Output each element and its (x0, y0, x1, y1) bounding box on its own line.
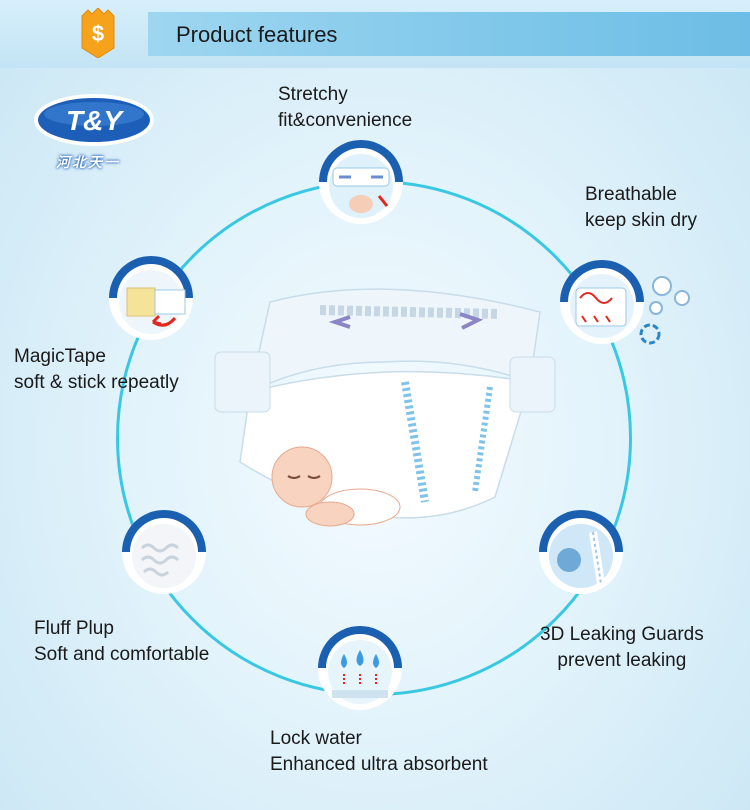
dollar-tag-icon: $ (81, 8, 115, 58)
svg-text:$: $ (92, 21, 104, 46)
feature-desc: Soft and comfortable (34, 644, 210, 665)
breathable-icon (560, 260, 644, 344)
feature-title: Fluff Plup (34, 618, 114, 639)
air-bubbles-icon (639, 276, 690, 345)
diaper-illustration (214, 288, 556, 527)
logo-subtitle: 河北天一 (56, 154, 120, 170)
feature-title: Stretchy (278, 84, 348, 105)
feature-label-magictape: MagicTape soft & stick repeatly (14, 344, 179, 396)
magic-tape-icon (109, 256, 193, 340)
feature-title: 3D Leaking Guards (540, 624, 704, 645)
header-bar (148, 12, 750, 56)
sleeping-baby-icon (271, 446, 401, 527)
water-drops-icon (318, 626, 402, 710)
feature-title: MagicTape (14, 346, 106, 367)
feature-desc: Enhanced ultra absorbent (270, 754, 488, 775)
fluff-pulp-icon (122, 510, 206, 594)
feature-label-stretchy: Stretchy fit&convenience (278, 82, 412, 134)
feature-title: Breathable (585, 184, 677, 205)
page-title: Product features (176, 22, 338, 47)
feature-title: Lock water (270, 728, 362, 749)
leak-guard-icon (539, 510, 623, 594)
feature-label-leak-guards: 3D Leaking Guards prevent leaking (540, 622, 704, 674)
brand-logo: T&Y (34, 94, 154, 146)
stretch-waist-icon (319, 140, 403, 224)
feature-desc: fit&convenience (278, 110, 413, 131)
feature-desc: prevent leaking (557, 650, 687, 671)
feature-label-lock-water: Lock water Enhanced ultra absorbent (270, 726, 488, 778)
feature-desc: soft & stick repeatly (14, 372, 179, 393)
feature-desc: keep skin dry (585, 210, 697, 231)
feature-label-breathable: Breathable keep skin dry (585, 182, 697, 234)
logo-brand-text: T&Y (66, 105, 124, 136)
feature-label-fluff: Fluff Plup Soft and comfortable (34, 616, 209, 668)
